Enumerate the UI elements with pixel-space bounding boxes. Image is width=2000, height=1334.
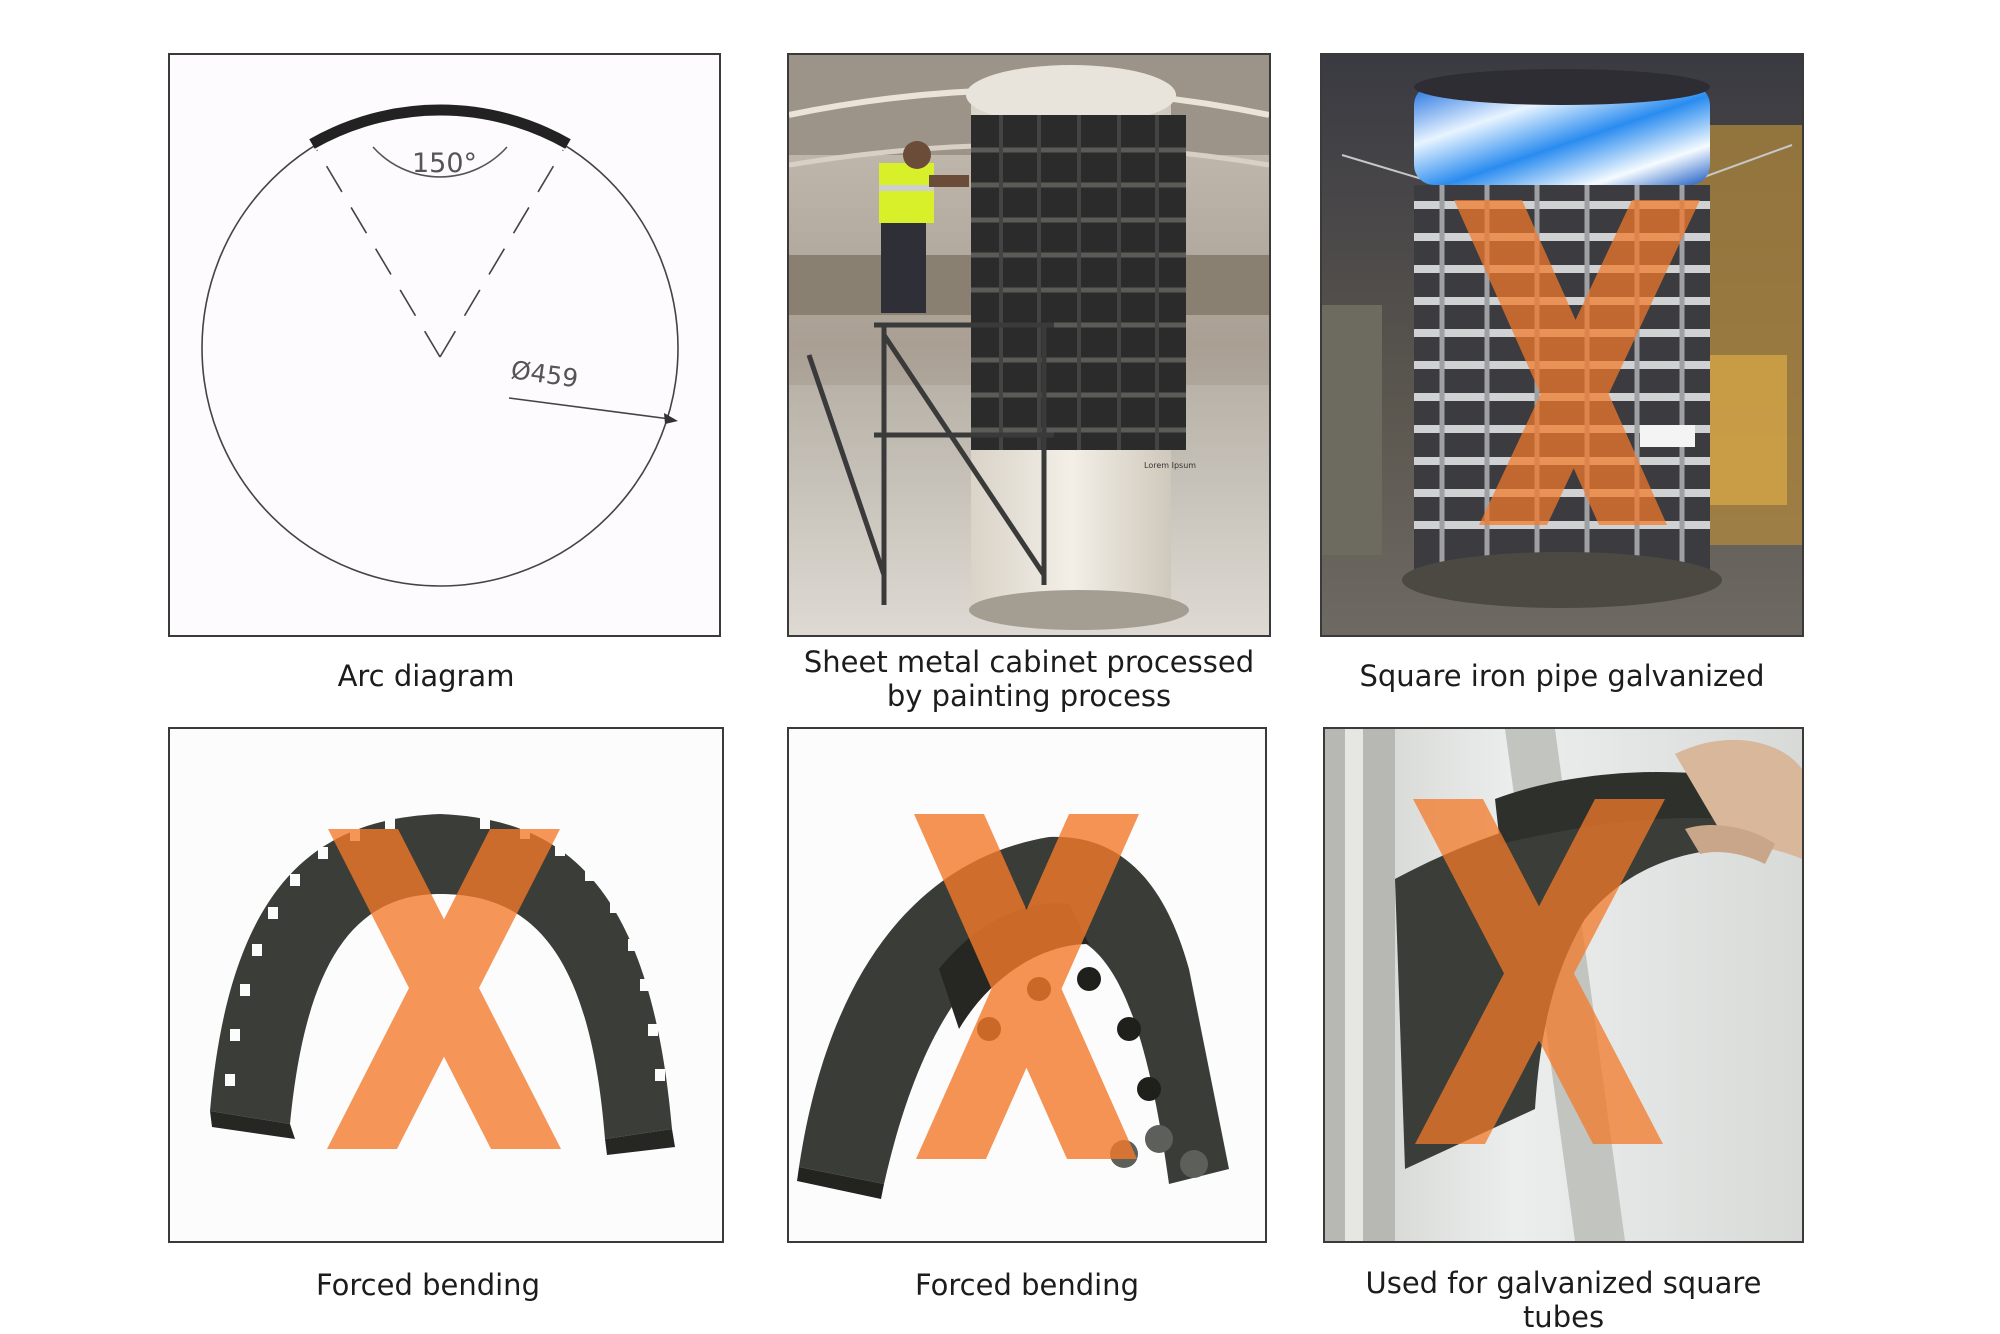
forced-bending-photo-2	[787, 727, 1267, 1243]
arc-segment	[309, 104, 571, 149]
caption-arc-diagram: Arc diagram	[337, 659, 515, 693]
galvanized-pipe-illustration	[1322, 55, 1802, 635]
arc-diagram-drawing: 150° Ø459	[201, 104, 679, 587]
caption-forced-bending-1: Forced bending	[316, 1268, 540, 1302]
arc-diagram-panel: 150° Ø459	[168, 53, 721, 637]
diameter-leader	[508, 397, 671, 420]
photo-caption-text: Lorem Ipsum	[1144, 461, 1196, 470]
caption-sheet-metal-cabinet: Sheet metal cabinet processed by paintin…	[787, 645, 1271, 713]
x-mark-square-pipe	[1454, 200, 1700, 525]
diameter-label: Ø459	[509, 355, 580, 393]
tube-module-illustration	[1325, 729, 1802, 1241]
forced-bending-photo-1	[168, 727, 724, 1243]
x-mark-galvanized-tubes	[1413, 799, 1665, 1144]
x-mark-forced-bending-2	[914, 814, 1139, 1159]
caption-galvanized-tubes: Used for galvanized square tubes	[1365, 1266, 1762, 1334]
caption-line-1: Sheet metal cabinet processed	[803, 645, 1255, 679]
radius-dashed-right	[439, 149, 564, 358]
radius-dashed-left	[316, 149, 441, 358]
square-iron-pipe-photo	[1320, 53, 1804, 637]
caption-line-2: by painting process	[886, 679, 1172, 713]
sheet-metal-cabinet-photo: Lorem Ipsum	[787, 53, 1271, 637]
angle-label: 150°	[412, 148, 477, 179]
bent-module-illustration-1	[210, 814, 675, 1155]
x-mark-forced-bending-1	[327, 829, 561, 1149]
angle-arc	[372, 146, 508, 178]
cabinet-photo-illustration: Lorem Ipsum	[789, 55, 1269, 635]
caption-forced-bending-2: Forced bending	[915, 1268, 1139, 1302]
bent-module-illustration-2	[797, 814, 1229, 1199]
galvanized-tubes-photo	[1323, 727, 1804, 1243]
diameter-arrowhead	[664, 413, 678, 424]
caption-square-iron-pipe: Square iron pipe galvanized	[1359, 659, 1765, 693]
circle-outline	[201, 109, 679, 587]
